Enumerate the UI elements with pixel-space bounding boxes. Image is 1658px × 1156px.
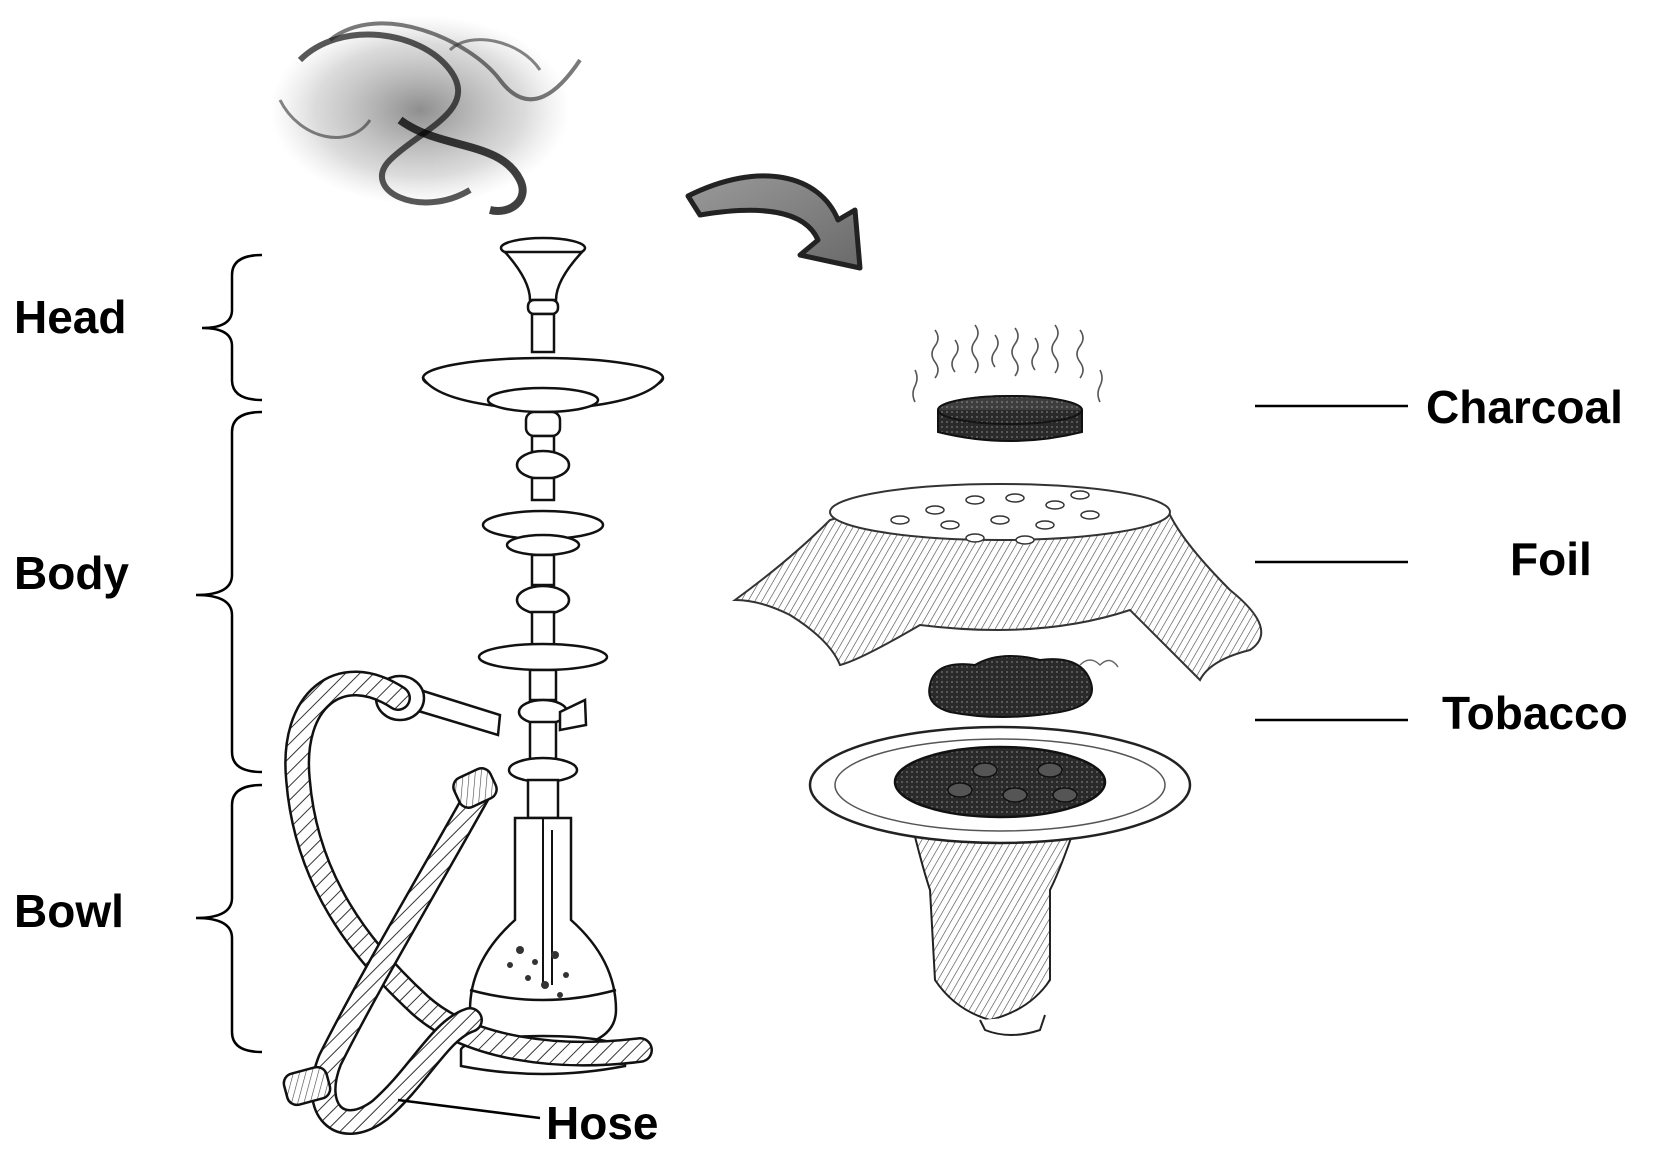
foil-sheet — [735, 484, 1261, 680]
heat-waves — [913, 325, 1102, 402]
smoke-cloud — [270, 15, 580, 211]
curved-arrow-icon — [688, 176, 860, 268]
bowl-exploded-illustration — [735, 325, 1261, 1035]
body-label: Body — [14, 550, 129, 596]
bowl-leader-lines — [1255, 406, 1408, 720]
charcoal-puck — [938, 396, 1082, 441]
charcoal-label: Charcoal — [1426, 384, 1623, 430]
foil-label: Foil — [1510, 536, 1592, 582]
clay-bowl — [810, 727, 1190, 1035]
tobacco-clump — [929, 656, 1118, 717]
bowl-bracket — [196, 785, 262, 1052]
part-brackets — [196, 255, 262, 1052]
head-bracket — [202, 255, 262, 400]
hose-label: Hose — [546, 1100, 658, 1146]
body-bracket — [196, 412, 262, 772]
bowl-label: Bowl — [14, 888, 124, 934]
tobacco-label: Tobacco — [1442, 690, 1628, 736]
hose-leader-line — [398, 1100, 540, 1118]
head-label: Head — [14, 294, 126, 340]
hookah-illustration — [376, 238, 663, 1074]
